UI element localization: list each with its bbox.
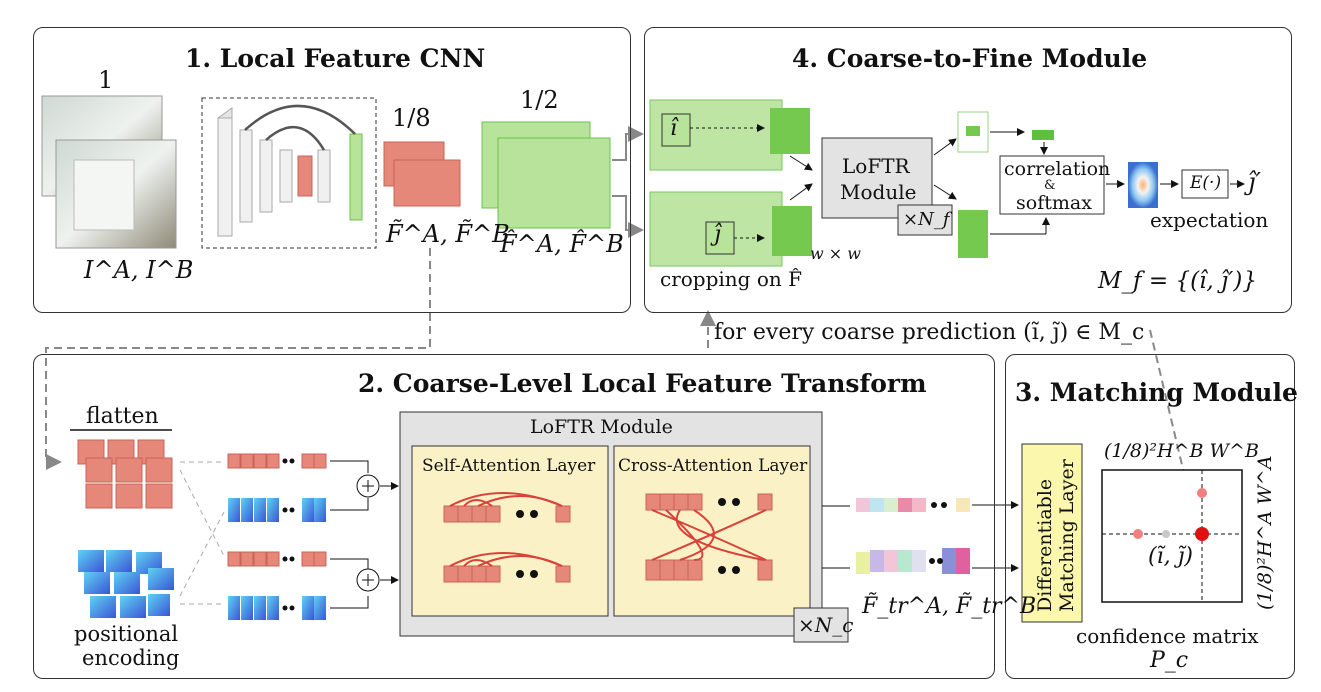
correlation-label: correlation [1004, 158, 1111, 180]
confidence-matrix-label: confidence matrix [1076, 624, 1259, 648]
coarse-prediction-label: for every coarse prediction (ĩ, j̃) ∈ M_… [714, 320, 1145, 345]
matrix-point-label: (ĩ, j̃) [1148, 544, 1194, 569]
crop-patches [649, 99, 812, 267]
confidence-matrix [1101, 469, 1243, 603]
fine-features-label: F̂^A, F̂^B [500, 230, 624, 258]
transformed-features-label: F̃_tr^A, F̃_tr^B [862, 594, 1037, 619]
times-nc-label: ×N_c [798, 613, 854, 637]
fine-feature-maps [481, 121, 611, 229]
fine-loftr-label-1: LoFTR [842, 154, 910, 178]
input-images [41, 95, 177, 249]
expectation-fn: E(·) [1190, 173, 1222, 193]
softmax-label: softmax [1016, 192, 1092, 214]
j-hat-label: ĵ [714, 222, 721, 247]
flatten-label: flatten [86, 404, 159, 429]
window-size-label: w × w [810, 244, 861, 263]
i-hat-label: î [670, 116, 678, 141]
coarse-features-label: F̃^A, F̃^B [386, 220, 510, 248]
cnn-backbone [201, 97, 377, 249]
pc-label: P_c [1150, 648, 1189, 673]
connector-arrows [45, 126, 1201, 526]
matrix-top-dim: (1/8)²H^B W^B [1104, 440, 1259, 462]
fine-loftr-label-2: Module [840, 180, 917, 204]
panel-coarse-transform [33, 354, 995, 679]
correlation-block [990, 128, 1245, 235]
encoding-label: encoding [82, 646, 180, 670]
ampersand-label: & [1044, 178, 1056, 193]
panel-title-c2f: 4. Coarse-to-Fine Module [792, 44, 1148, 73]
token-sequences [179, 453, 327, 620]
matching-layer-label: Differentiable Matching Layer [1034, 459, 1078, 612]
panel-matching [1005, 354, 1295, 679]
times-nf-label: ×N_f [903, 209, 950, 230]
panel-title-matching: 3. Matching Module [1015, 378, 1298, 407]
input-images-label: I^A, I^B [84, 256, 194, 284]
loftr-module-title: LoFTR Module [530, 416, 673, 438]
coarse-feature-maps [383, 141, 461, 207]
matching-layer-label-1: Differentiable [1034, 478, 1056, 612]
matrix-side-dim: (1/8)²H^A W^A [1254, 455, 1276, 610]
expectation-label: expectation [1150, 208, 1269, 232]
scale-half-label: 1/2 [520, 86, 559, 114]
j-hat-prime-label: ĵ′ [1248, 168, 1261, 196]
panel-coarse-to-fine [644, 27, 1292, 313]
matching-layer-box [1021, 443, 1083, 623]
cross-attention-label: Cross-Attention Layer [618, 456, 808, 476]
transformed-tokens [856, 498, 1019, 574]
flatten-cubes [70, 429, 173, 509]
coarse-loftr-module [399, 411, 850, 643]
positional-encoding-cubes [78, 550, 174, 618]
scale-full-label: 1 [98, 66, 114, 94]
panel-local-feature-cnn [33, 27, 631, 313]
sum-nodes [330, 460, 399, 609]
matching-layer-label-2: Matching Layer [1056, 459, 1078, 612]
cropping-label: cropping on F̂ [660, 267, 803, 291]
mf-set-label: M_f = {(î, ĵ′)} [1098, 268, 1258, 294]
fine-loftr-block [789, 111, 989, 258]
positional-label: positional [74, 622, 179, 646]
self-attention-label: Self-Attention Layer [422, 456, 596, 476]
panel-title-transform: 2. Coarse-Level Local Feature Transform [358, 369, 927, 398]
scale-eighth-label: 1/8 [392, 104, 431, 132]
panel-title-cnn: 1. Local Feature CNN [185, 44, 486, 73]
